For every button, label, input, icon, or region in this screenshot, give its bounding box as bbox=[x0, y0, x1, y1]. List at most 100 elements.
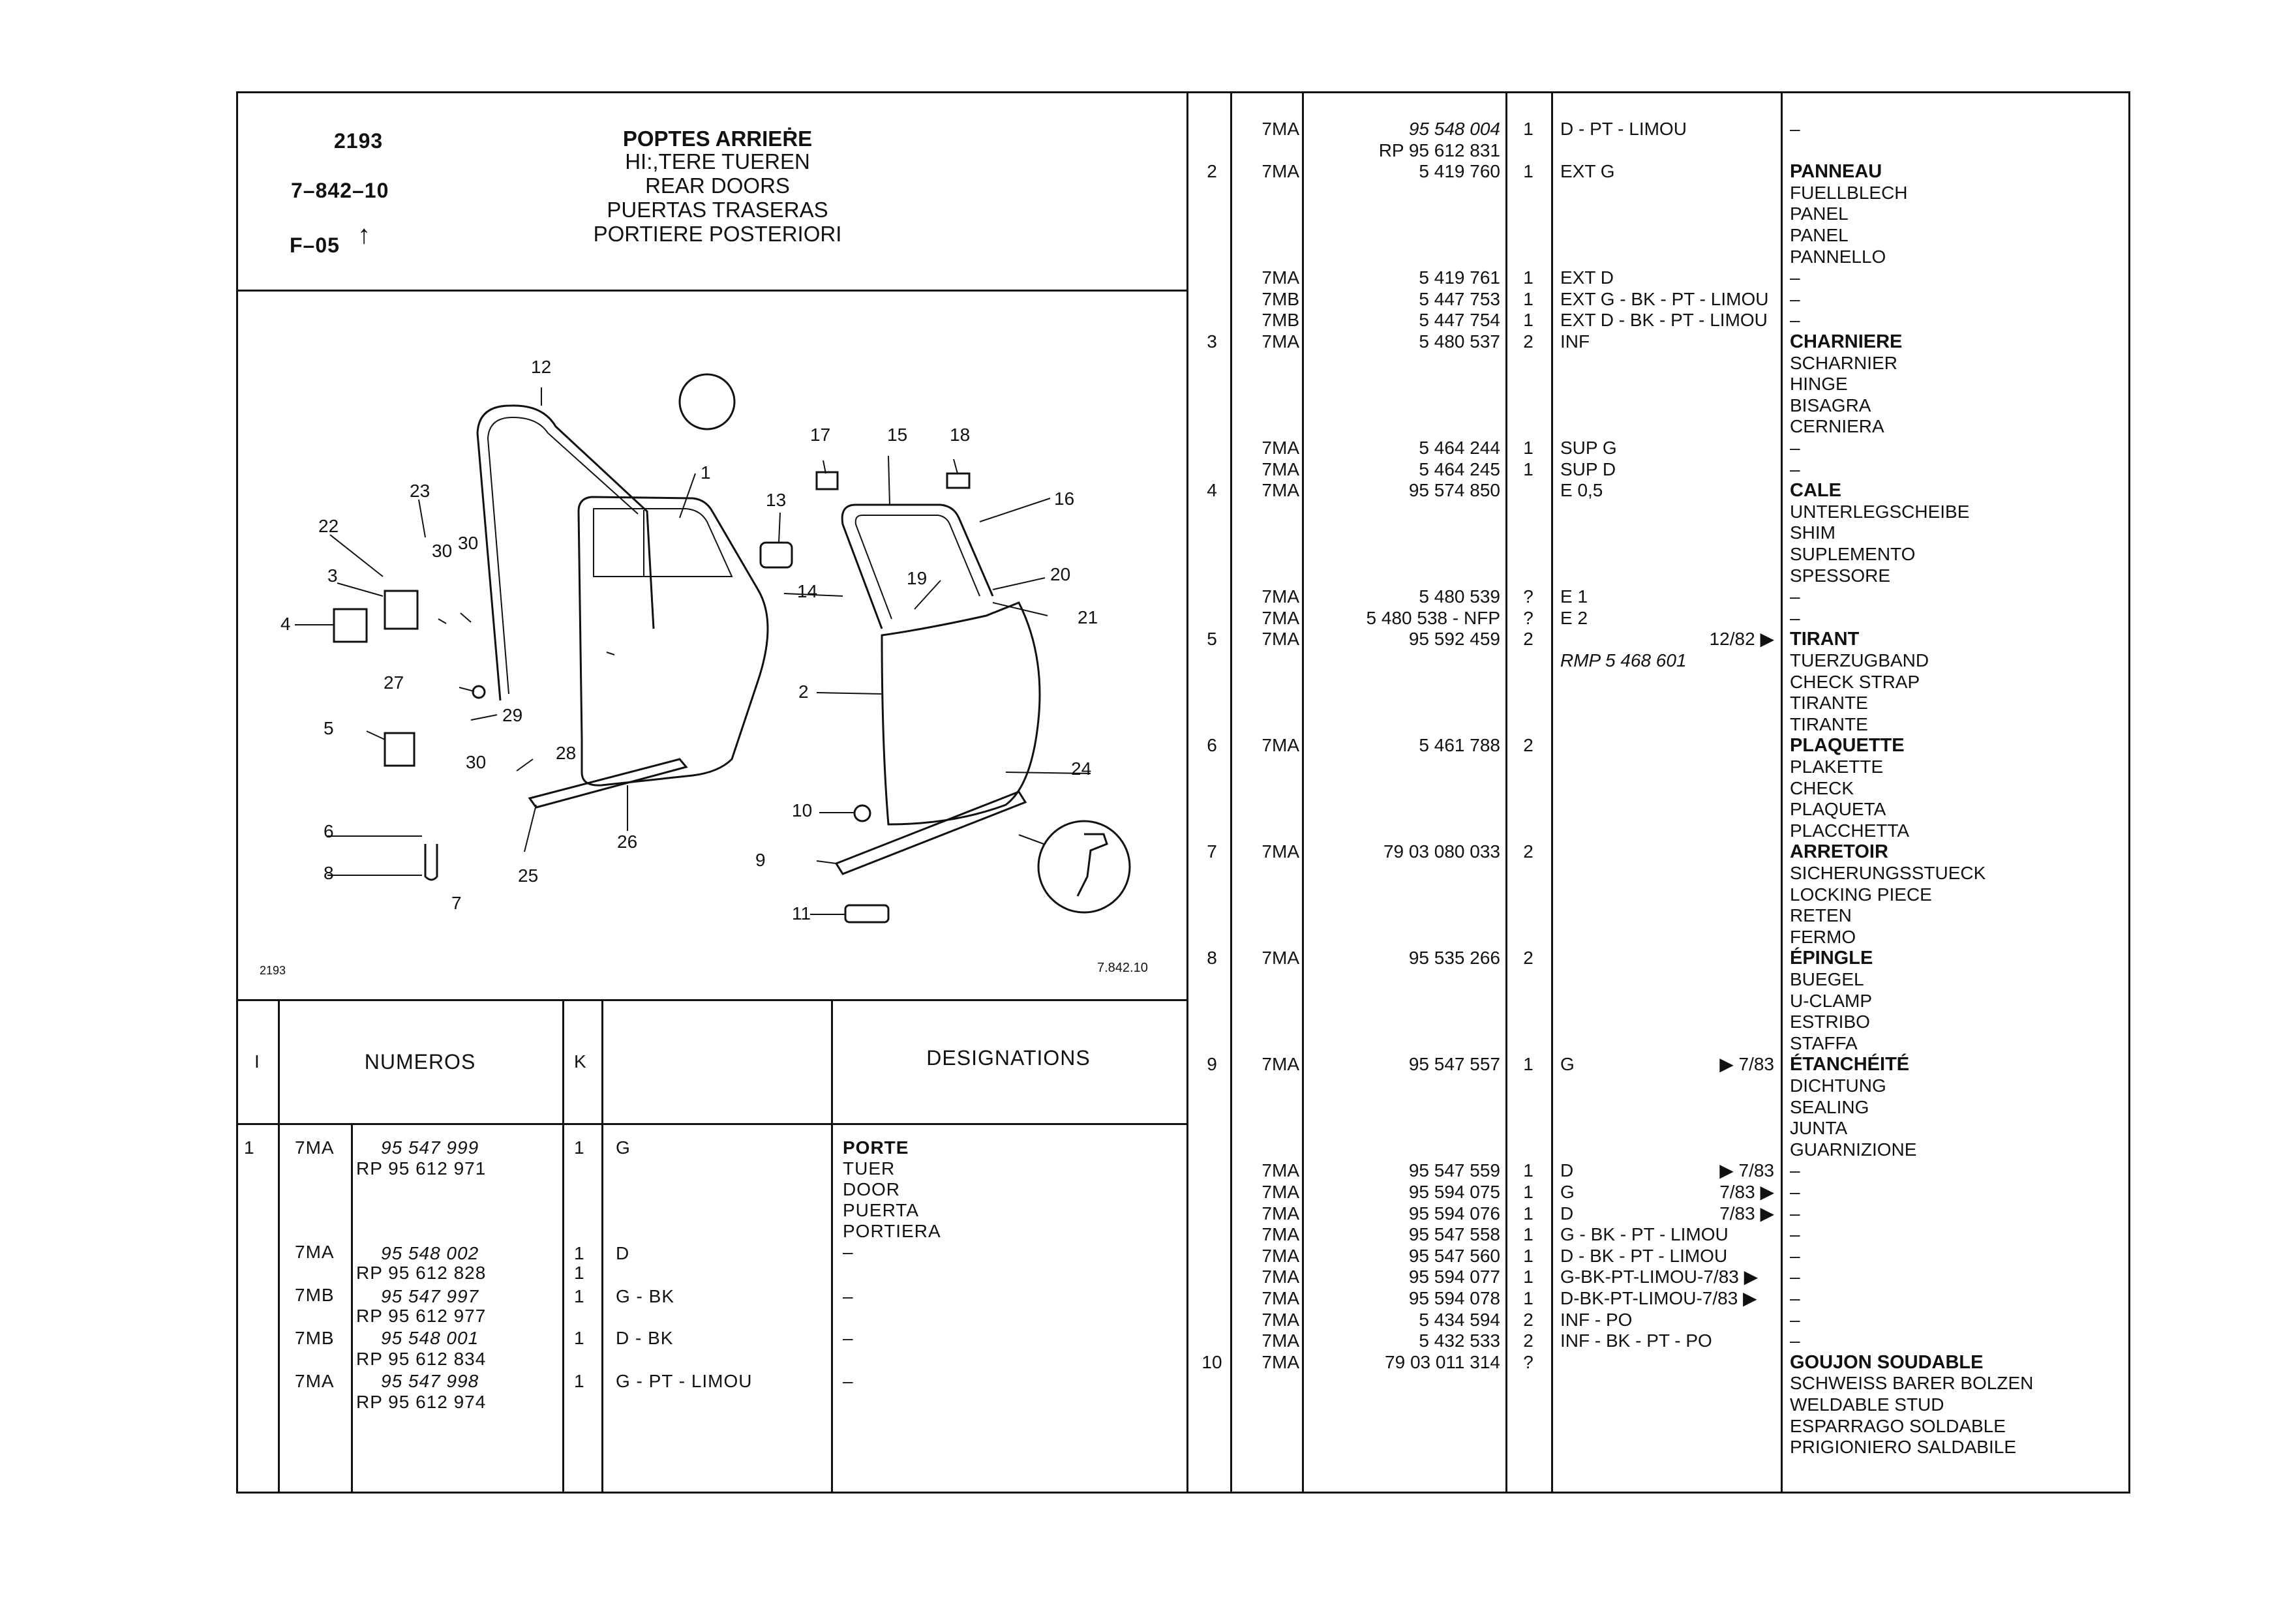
door-seal-outline bbox=[476, 404, 655, 701]
replacement-number: RP 95 612 974 bbox=[356, 1392, 487, 1412]
right-row-desc: PLACCHETTA bbox=[1790, 820, 1910, 841]
right-row-qty bbox=[1512, 991, 1545, 1012]
right-row-note bbox=[1644, 374, 1774, 395]
right-row-desc: CHARNIERE bbox=[1790, 331, 1903, 352]
right-row-part bbox=[1305, 1075, 1500, 1096]
right-row-item bbox=[1198, 1118, 1226, 1139]
right-row-qty bbox=[1512, 969, 1545, 990]
right-row-part bbox=[1305, 1416, 1500, 1437]
right-row-qty bbox=[1512, 884, 1545, 905]
right-row-desc: SEALING bbox=[1790, 1096, 1869, 1117]
right-row-note bbox=[1644, 672, 1774, 693]
part-number: 95 548 002 bbox=[381, 1243, 479, 1263]
door-shell-1 bbox=[577, 496, 769, 787]
right-row-note bbox=[1644, 310, 1774, 331]
right-row-code: 7MA bbox=[1261, 438, 1299, 458]
right-row-part bbox=[1305, 247, 1500, 267]
right-row-part bbox=[1305, 565, 1500, 586]
right-row-item bbox=[1198, 927, 1226, 948]
right-row-item: 4 bbox=[1207, 480, 1217, 501]
right-row-part: 95 594 076 bbox=[1408, 1203, 1500, 1224]
right-row-desc: – bbox=[1790, 1245, 1800, 1266]
right-row-code bbox=[1234, 778, 1299, 799]
part-10 bbox=[853, 804, 871, 822]
right-row-note bbox=[1644, 820, 1774, 841]
right-row-note bbox=[1644, 1394, 1774, 1415]
right-row-note bbox=[1644, 735, 1774, 756]
right-row-qty: 2 bbox=[1523, 1309, 1533, 1330]
right-row-item bbox=[1198, 203, 1226, 224]
right-row-note bbox=[1644, 1246, 1774, 1267]
right-row-note bbox=[1644, 416, 1774, 437]
right-row-code: 7MA bbox=[1261, 1160, 1299, 1181]
right-row-code: 7MA bbox=[1261, 1351, 1299, 1372]
right-row-qty: 2 bbox=[1523, 735, 1533, 756]
right-row-item bbox=[1198, 1330, 1226, 1351]
right-row-code bbox=[1234, 140, 1299, 161]
right-row-part: 95 535 266 bbox=[1408, 948, 1500, 969]
right-row-part bbox=[1305, 183, 1500, 203]
title-fr: POPTES ARRIEṘE bbox=[622, 127, 813, 151]
callout-10: 10 bbox=[792, 800, 812, 820]
right-row-item bbox=[1198, 1246, 1226, 1267]
right-row-code bbox=[1234, 203, 1299, 224]
right-row-info: E 0,5 bbox=[1560, 480, 1603, 501]
variant-info: G - PT - LIMOU bbox=[616, 1371, 753, 1391]
right-row-code bbox=[1234, 416, 1299, 437]
callout-28: 28 bbox=[556, 743, 576, 763]
title-de: HI:,TERE TUEREN bbox=[625, 149, 810, 173]
right-row-item bbox=[1198, 650, 1226, 671]
right-row-part bbox=[1305, 353, 1500, 374]
right-row-item bbox=[1198, 395, 1226, 416]
diagram-divider bbox=[236, 999, 1188, 1001]
right-row-item bbox=[1198, 1182, 1226, 1203]
right-row-info: E 2 bbox=[1560, 607, 1588, 628]
right-row-code: 7MA bbox=[1261, 629, 1299, 650]
replacement-number: RP 95 612 828 bbox=[356, 1263, 487, 1283]
right-row-note bbox=[1644, 1288, 1774, 1309]
right-row-part bbox=[1305, 884, 1500, 905]
right-row-item: 3 bbox=[1207, 331, 1217, 352]
callout-14: 14 bbox=[797, 581, 817, 601]
right-row-part bbox=[1305, 374, 1500, 395]
right-row-desc: SCHARNIER bbox=[1790, 352, 1897, 373]
quantity: 1 bbox=[574, 1263, 585, 1283]
part-27 bbox=[472, 685, 486, 699]
right-row-info: D - BK - PT - LIMOU bbox=[1560, 1245, 1728, 1266]
right-row-part: 5 419 760 bbox=[1419, 161, 1500, 182]
right-row-note: 12/82 ▶ bbox=[1709, 629, 1774, 650]
callout-8: 8 bbox=[324, 863, 334, 883]
right-row-qty: 2 bbox=[1523, 841, 1533, 862]
callout-23: 23 bbox=[410, 481, 430, 501]
right-row-desc: SUPLEMENTO bbox=[1790, 544, 1916, 564]
right-row-desc: UNTERLEGSCHEIBE bbox=[1790, 501, 1970, 522]
right-row-qty: 1 bbox=[1523, 288, 1533, 309]
right-row-code: 7MA bbox=[1261, 1267, 1299, 1287]
right-row-qty bbox=[1512, 353, 1545, 374]
callout-30b: 30 bbox=[466, 752, 486, 772]
designation-line: PUERTA bbox=[843, 1200, 919, 1220]
right-row-part: 95 547 560 bbox=[1408, 1245, 1500, 1266]
right-row-note bbox=[1644, 1267, 1774, 1287]
right-row-info: EXT D bbox=[1560, 267, 1614, 288]
right-row-note bbox=[1644, 247, 1774, 267]
right-row-part bbox=[1305, 863, 1500, 884]
right-row-note: ▶ 7/83 bbox=[1719, 1160, 1774, 1181]
right-row-code bbox=[1234, 502, 1299, 522]
right-row-part: 5 434 594 bbox=[1419, 1309, 1500, 1330]
right-row-code: 7MA bbox=[1261, 841, 1299, 862]
right-row-qty: 2 bbox=[1523, 629, 1533, 650]
right-row-code bbox=[1234, 1373, 1299, 1394]
callout-31: 30 bbox=[432, 541, 452, 561]
right-row-qty bbox=[1512, 544, 1545, 565]
right-row-part: 95 547 559 bbox=[1408, 1160, 1500, 1181]
right-row-note bbox=[1644, 544, 1774, 565]
header-numeros: NUMEROS bbox=[364, 1050, 476, 1074]
callout-11: 11 bbox=[792, 903, 811, 924]
right-row-code: 7MB bbox=[1261, 310, 1299, 331]
right-row-item bbox=[1198, 1437, 1226, 1458]
right-row-code: 7MA bbox=[1261, 1054, 1299, 1075]
right-row-desc: TIRANTE bbox=[1790, 713, 1868, 734]
right-row-item bbox=[1198, 905, 1226, 926]
right-row-part bbox=[1305, 544, 1500, 565]
